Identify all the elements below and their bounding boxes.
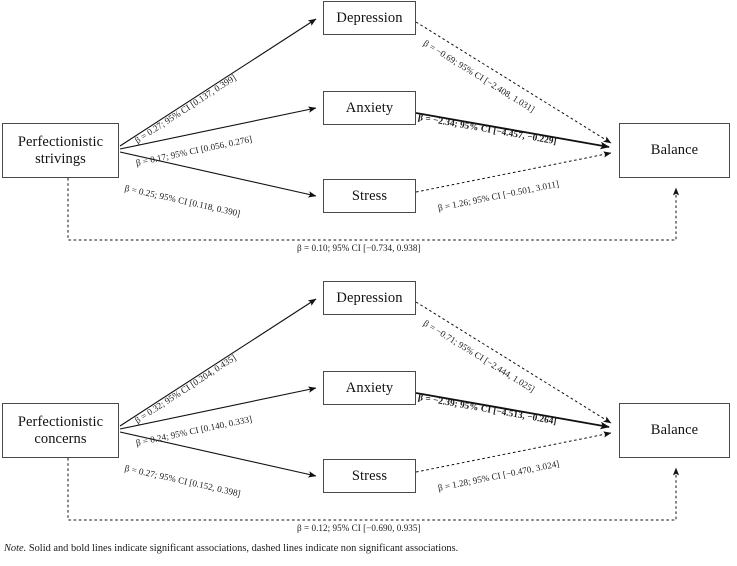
node-label: Stress xyxy=(351,467,388,484)
edge-label-strivings-balance-direct: β = 0.10; 95% CI [−0.734, 0.938] xyxy=(297,243,421,253)
node-label: Anxiety xyxy=(345,379,394,396)
node-depression-1[interactable]: Depression xyxy=(323,1,416,35)
edge-strivings-to-stress xyxy=(119,151,317,198)
edge-strivings-to-anxiety xyxy=(119,106,317,150)
node-label-line2: strivings xyxy=(35,150,86,167)
edge-concerns-to-balance-direct xyxy=(67,458,680,521)
edge-strivings-to-depression xyxy=(119,18,317,147)
edge-label-concerns-balance-direct: β = 0.12; 95% CI [−0.690, 0.935] xyxy=(297,523,421,533)
node-depression-2[interactable]: Depression xyxy=(323,281,416,315)
edge-anxiety-to-balance-2 xyxy=(415,392,610,430)
node-label: Depression xyxy=(336,9,403,26)
node-balance-1[interactable]: Balance xyxy=(619,123,730,178)
node-anxiety-1[interactable]: Anxiety xyxy=(323,91,416,125)
edge-concerns-to-anxiety xyxy=(119,386,317,430)
figure-note: Note. Solid and bold lines indicate sign… xyxy=(4,543,458,554)
node-label-line1: Perfectionistic xyxy=(17,134,104,151)
node-stress-2[interactable]: Stress xyxy=(323,459,416,493)
edge-concerns-to-stress xyxy=(119,431,317,478)
node-label: Balance xyxy=(650,142,699,159)
node-balance-2[interactable]: Balance xyxy=(619,403,730,458)
node-anxiety-2[interactable]: Anxiety xyxy=(323,371,416,405)
node-label: Balance xyxy=(650,422,699,439)
node-label: Stress xyxy=(351,187,388,204)
figure-note-prefix: Note. xyxy=(4,543,27,554)
node-label-line2: concerns xyxy=(34,430,87,447)
node-perfectionistic-concerns[interactable]: Perfectionistic concerns xyxy=(2,403,119,458)
edge-stress-to-balance-2 xyxy=(415,431,612,473)
edge-anxiety-to-balance xyxy=(415,112,610,150)
figure-note-text: Solid and bold lines indicate significan… xyxy=(26,543,459,554)
edge-depression-to-balance-2 xyxy=(415,301,612,424)
node-perfectionistic-strivings[interactable]: Perfectionistic strivings xyxy=(2,123,119,178)
edge-stress-to-balance xyxy=(415,151,612,193)
edge-concerns-to-depression xyxy=(119,298,317,427)
edge-depression-to-balance xyxy=(415,21,612,144)
node-label: Anxiety xyxy=(345,99,394,116)
edge-strivings-to-balance-direct xyxy=(67,178,680,241)
node-stress-1[interactable]: Stress xyxy=(323,179,416,213)
node-label-line1: Perfectionistic xyxy=(17,414,104,431)
node-label: Depression xyxy=(336,289,403,306)
